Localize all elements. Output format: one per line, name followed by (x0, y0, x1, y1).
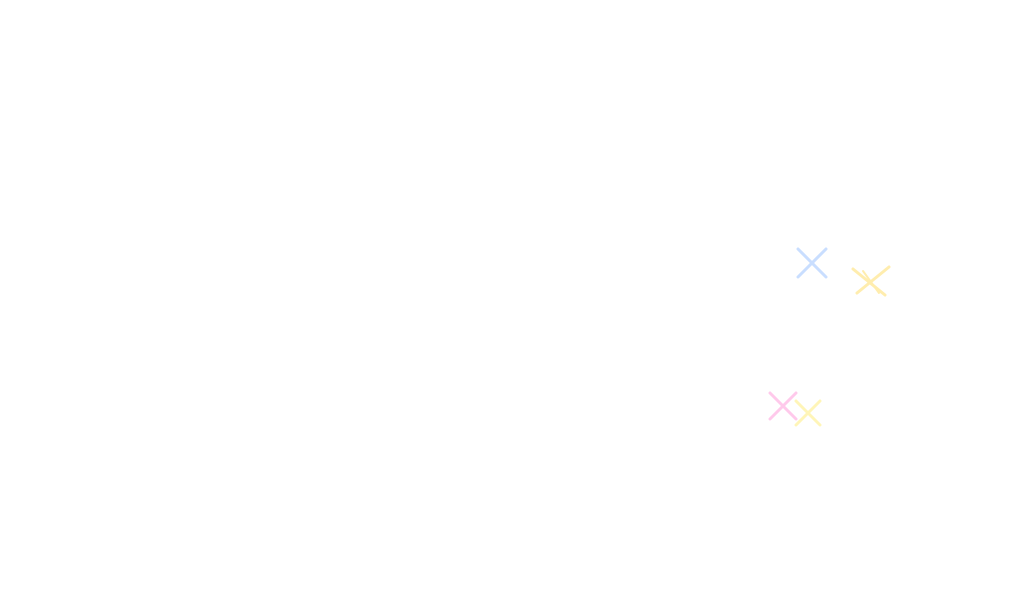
yellow-small-cross-sparkle-icon (793, 398, 823, 428)
yellow-cross-sparkle-icon (849, 263, 893, 299)
pink-cross-sparkle-icon (767, 390, 799, 422)
blue-cross-sparkle-icon (795, 246, 829, 280)
